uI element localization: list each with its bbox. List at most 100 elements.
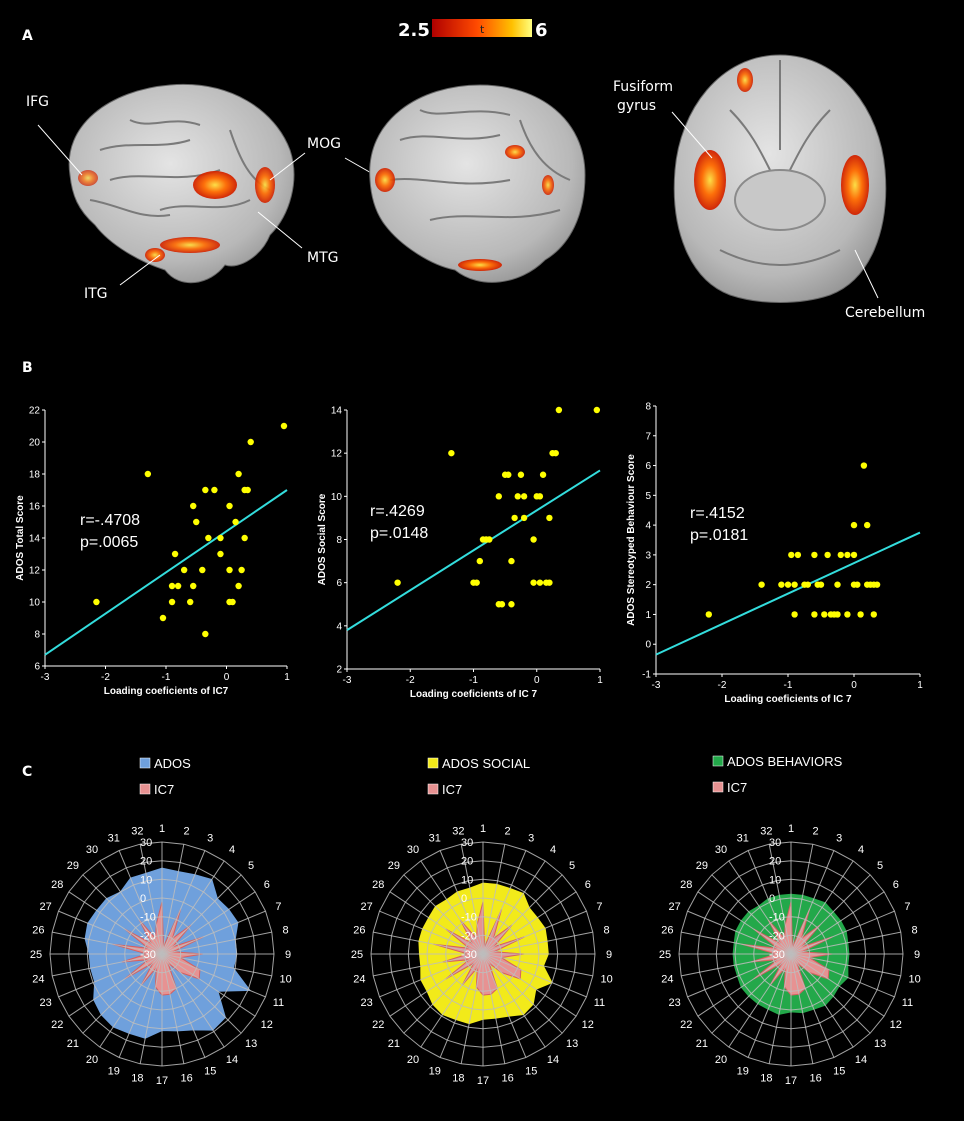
radar-axis-label: 27 [39, 901, 51, 913]
x-tick-label: -1 [162, 672, 171, 683]
radar-axis-label: 7 [904, 901, 910, 913]
radar-spoke [161, 953, 185, 1064]
x-tick-label: -3 [343, 675, 352, 686]
scatter-point [844, 611, 851, 618]
scatter-point [190, 582, 197, 590]
radar-spoke [161, 860, 225, 955]
radar-axis-label: 9 [914, 949, 920, 961]
radar-spoke [747, 850, 792, 955]
radar-spoke [482, 953, 506, 1064]
label-fusiform-line2: gyrus [617, 98, 656, 114]
radar-spoke [790, 850, 835, 955]
label-cerebellum: Cerebellum [845, 305, 925, 321]
radar-axis-label: 3 [836, 833, 842, 845]
radar-axis-label: 2 [505, 825, 511, 837]
scatter-point [193, 518, 200, 526]
radar-axis-label: 11 [273, 997, 284, 1009]
radar-axis-label: 17 [156, 1075, 168, 1087]
scatter-point [211, 486, 218, 494]
radar-axis-label: 28 [51, 879, 63, 891]
y-tick-label: 2 [336, 665, 342, 676]
radar-axis-label: 7 [275, 901, 281, 913]
y-tick-label: -1 [642, 670, 651, 681]
radar-spoke [161, 953, 206, 1058]
radar-axis-label: 2 [813, 825, 819, 837]
radar-axis-label: 12 [582, 1019, 594, 1031]
radar-spoke [379, 910, 484, 955]
radar-axis-label: 4 [550, 844, 556, 856]
label-fusiform-line1: Fusiform [613, 79, 673, 95]
radar-axis-label: 31 [737, 833, 749, 845]
radar-spoke [403, 953, 484, 1034]
scatter-point [705, 611, 712, 618]
scatter-point [235, 582, 242, 590]
radar-spoke [711, 874, 792, 955]
radar-axis-label: 3 [207, 833, 213, 845]
radar-axis-label: 6 [264, 879, 270, 891]
y-tick-label: 5 [645, 491, 651, 502]
radar-axis-label: 30 [407, 844, 419, 856]
y-tick-label: 4 [336, 621, 342, 632]
x-tick-label: -2 [718, 680, 727, 691]
scatter-point [202, 630, 209, 638]
radar-axis-label: 24 [661, 974, 673, 986]
radar-spoke [482, 910, 587, 955]
scatter-point [180, 566, 188, 574]
scatter-point [788, 551, 795, 559]
radar-ring-label: 20 [140, 856, 152, 868]
radar-spoke [373, 953, 484, 977]
y-tick-label: 8 [645, 402, 651, 413]
radar-axis-label: 14 [547, 1054, 559, 1066]
radar-spoke [420, 953, 484, 1048]
radar-axis-label: 22 [51, 1019, 63, 1031]
scatter-point [552, 449, 559, 457]
radar-ring-label: -30 [461, 949, 477, 961]
radar-spoke [373, 931, 484, 955]
stat-annotation: r=.4269 [370, 503, 425, 520]
radar-axis-label: 28 [372, 879, 384, 891]
scatter-point [860, 462, 868, 469]
radar-axis-label: 9 [606, 949, 612, 961]
radar-axis-label: 29 [67, 860, 79, 872]
radar-axis-label: 1 [788, 823, 794, 835]
x-axis-label: Loading coeficients of IC 7 [410, 689, 538, 700]
radar-axis-label: 10 [908, 974, 920, 986]
radar-axis-label: 32 [760, 825, 772, 837]
radar-axis-label: 4 [229, 844, 235, 856]
radar-axis-label: 14 [226, 1054, 238, 1066]
panel-label-b: B [22, 360, 33, 376]
y-tick-label: 10 [331, 492, 343, 503]
y-tick-label: 8 [336, 535, 342, 546]
radar-spoke [161, 953, 272, 977]
radar-axis-label: 32 [131, 825, 143, 837]
radar-axis-label: 17 [785, 1075, 797, 1087]
radar-spoke [482, 891, 577, 955]
radar-axis-label: 2 [184, 825, 190, 837]
y-tick-label: 7 [645, 431, 651, 442]
y-tick-label: 18 [29, 470, 41, 481]
radar-spoke [82, 874, 163, 955]
label-ifg: IFG [26, 94, 49, 110]
radar-spoke [790, 910, 895, 955]
radar-ring-label: -10 [769, 912, 785, 924]
radar-spoke [482, 860, 546, 955]
scatter-point [555, 406, 563, 414]
radar-axis-label: 26 [353, 924, 365, 936]
panel-label-c: C [22, 764, 32, 780]
colorbar: 2.5 t 6 [398, 19, 548, 41]
scatter-point [864, 521, 871, 529]
radar-axis-label: 19 [737, 1065, 749, 1077]
y-tick-label: 0 [645, 640, 651, 651]
scatter-point [520, 514, 528, 522]
radar-axis-label: 16 [809, 1073, 821, 1085]
y-tick-label: 20 [29, 438, 41, 449]
x-axis-label: Loading coeficients of IC 7 [724, 694, 852, 705]
scatter-point [168, 582, 176, 590]
scatter-point [850, 521, 858, 529]
radar-spoke [790, 891, 885, 955]
scatter-point [834, 581, 841, 588]
radar-spoke [687, 910, 792, 955]
fit-line [655, 531, 921, 656]
